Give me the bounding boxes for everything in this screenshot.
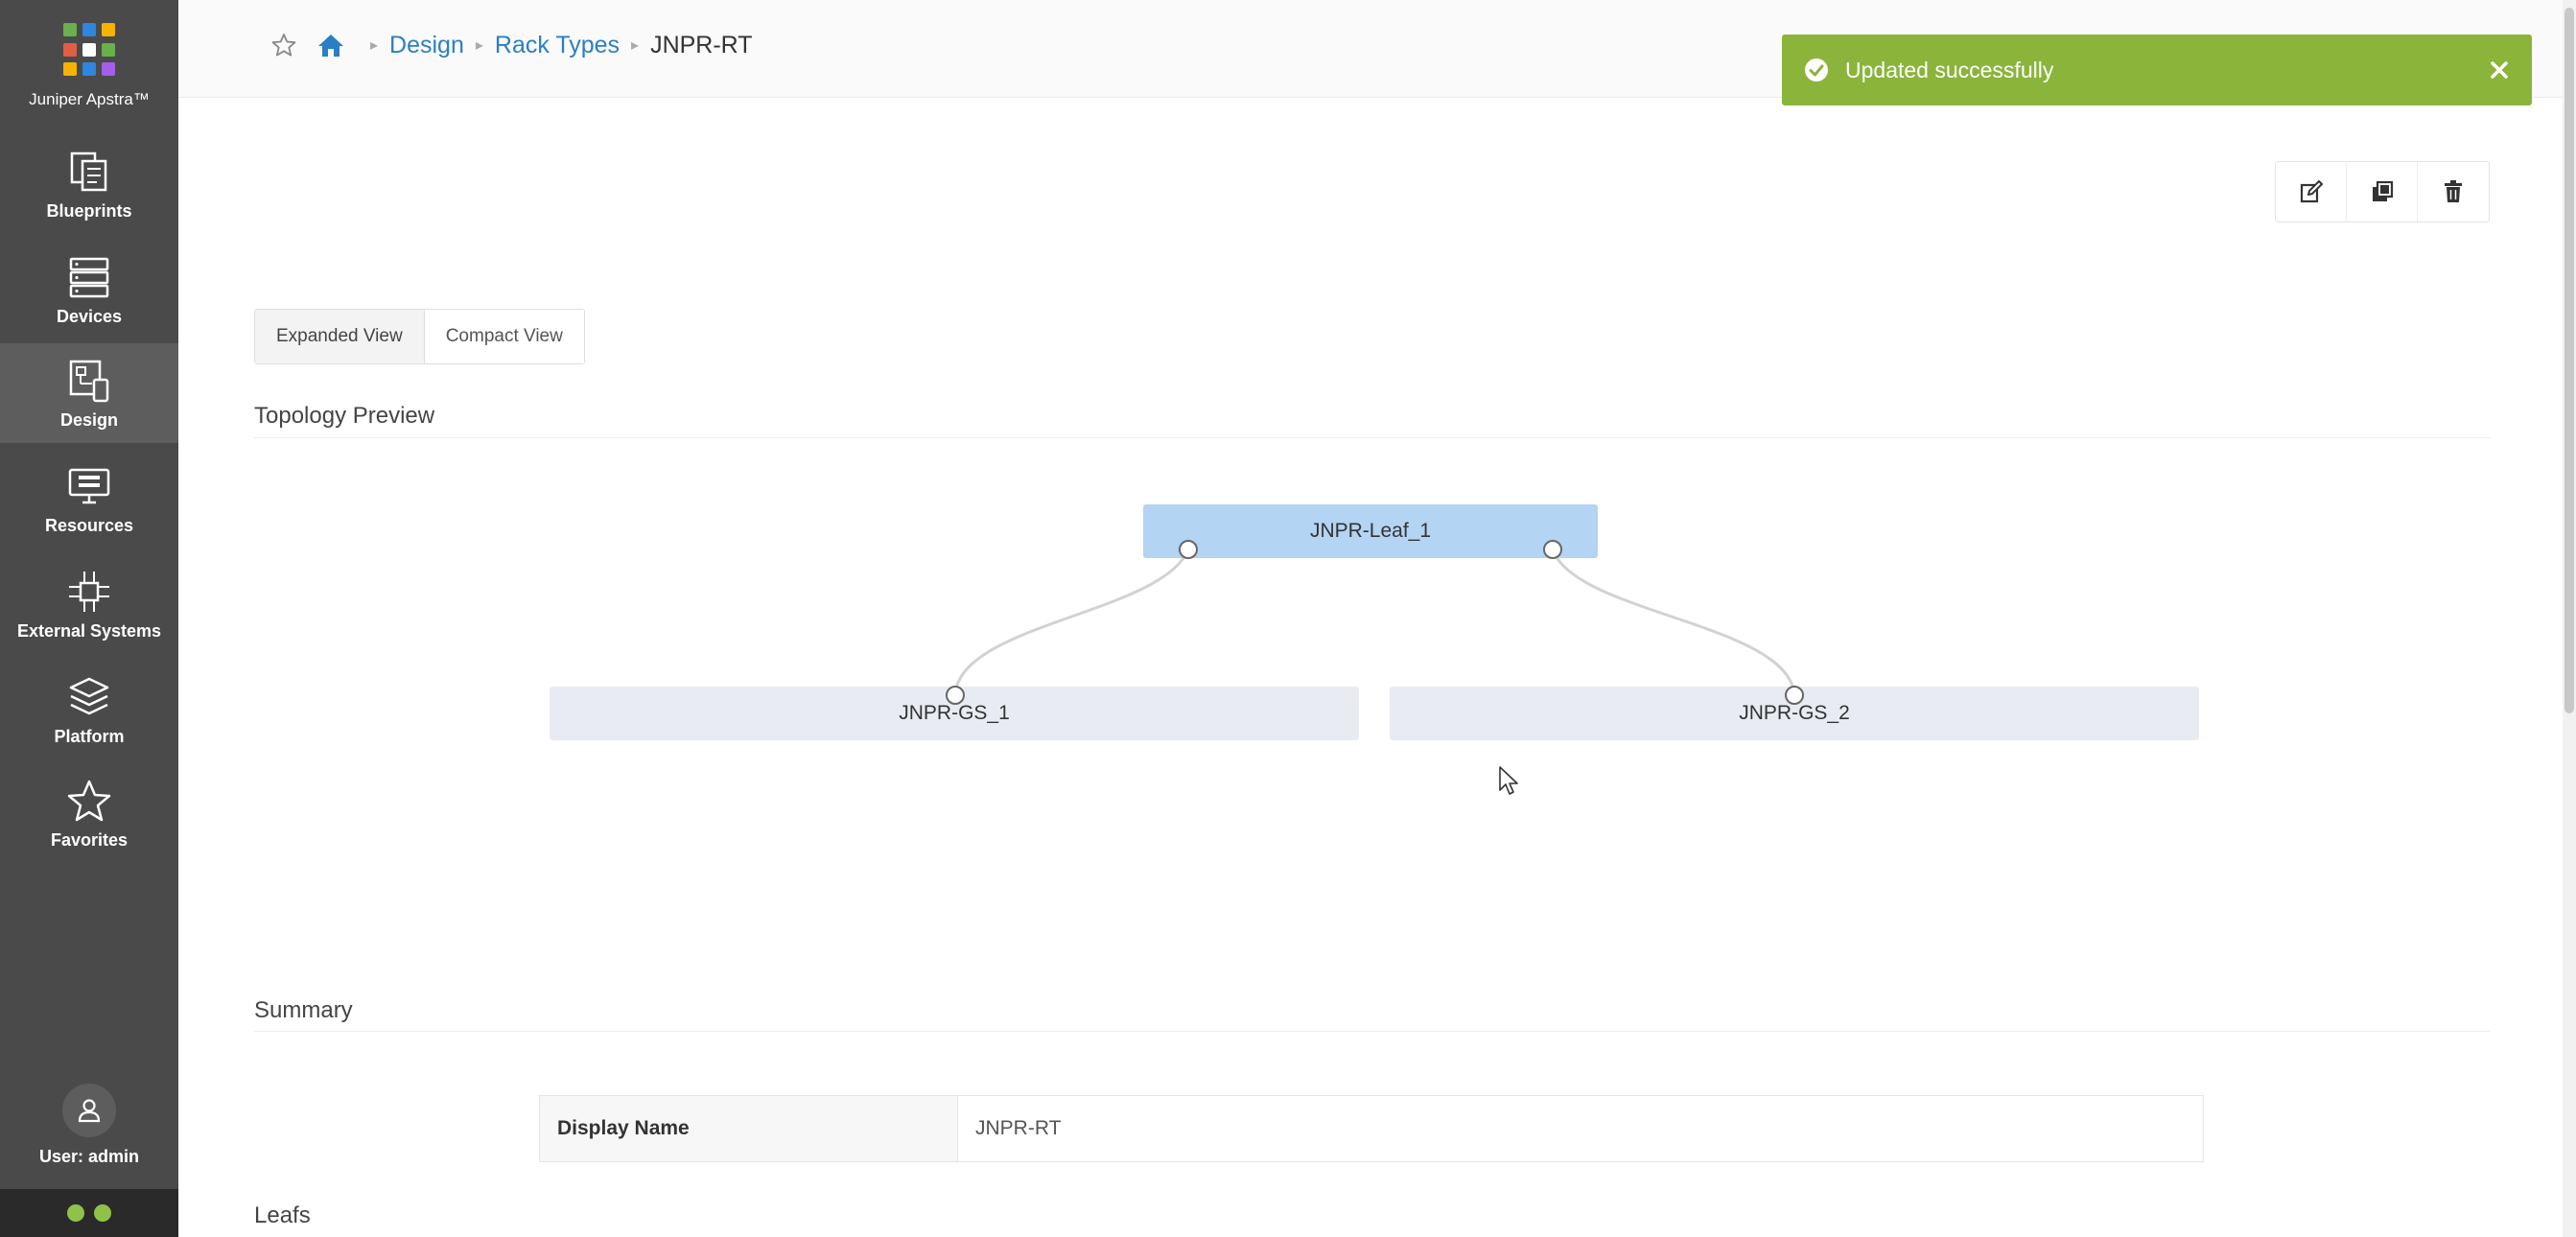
home-icon[interactable]	[316, 31, 345, 59]
sidebar-item-resources[interactable]: Resources	[0, 449, 178, 548]
success-toast: Updated successfully	[1782, 35, 2532, 105]
edit-button[interactable]	[2276, 162, 2347, 222]
topology-link	[953, 548, 1190, 696]
view-toggle: Expanded View Compact View	[254, 309, 585, 364]
breadcrumb-separator-icon: ▸	[475, 37, 483, 54]
status-dot-icon	[67, 1204, 84, 1222]
close-icon[interactable]	[2488, 58, 2511, 82]
topology-node-leaf[interactable]: JNPR-Leaf_1	[1143, 504, 1598, 558]
summary-table: Display Name JNPR-RT	[539, 1095, 2204, 1162]
mouse-cursor-icon	[1499, 766, 1518, 795]
topology-node-generic-system[interactable]: JNPR-GS_2	[1390, 687, 2199, 740]
summary-value: JNPR-RT	[975, 1117, 1062, 1139]
summary-key: Display Name	[540, 1096, 958, 1161]
topology-node-generic-system[interactable]: JNPR-GS_1	[550, 687, 1359, 740]
expanded-view-button[interactable]: Expanded View	[255, 310, 425, 363]
platform-icon	[69, 677, 109, 715]
clone-button[interactable]	[2347, 162, 2418, 222]
avatar	[62, 1084, 116, 1137]
sidebar-item-label: Blueprints	[46, 201, 132, 221]
blueprints-icon	[70, 152, 107, 192]
topology-link	[1551, 548, 1796, 696]
user-menu[interactable]: User: admin	[0, 1084, 178, 1167]
sidebar-item-label: Platform	[54, 727, 125, 746]
edit-icon	[2300, 180, 2323, 203]
compact-view-button[interactable]: Compact View	[424, 310, 584, 363]
leafs-title: Leafs	[254, 1202, 311, 1228]
sidebar-item-label: External Systems	[16, 621, 162, 641]
summary-title: Summary	[254, 997, 353, 1023]
breadcrumb-separator-icon: ▸	[631, 37, 640, 54]
sidebar: Juniper Apstra™ Blueprints Devices Desi	[0, 0, 178, 1237]
sidebar-item-devices[interactable]: Devices	[0, 240, 178, 339]
sidebar-item-label: Resources	[44, 516, 134, 535]
topology-preview-title: Topology Preview	[254, 403, 435, 429]
breadcrumb-separator-icon: ▸	[370, 37, 379, 54]
devices-icon	[69, 257, 109, 298]
breadcrumb: ▸ Design ▸ Rack Types ▸ JNPR-RT	[270, 31, 753, 59]
app-logo[interactable]: Juniper Apstra™	[0, 23, 178, 109]
favorite-star-icon[interactable]	[270, 32, 297, 58]
sidebar-item-favorites[interactable]: Favorites	[0, 763, 178, 863]
sidebar-item-design[interactable]: Design	[0, 343, 178, 443]
user-icon	[78, 1099, 101, 1123]
design-icon	[69, 360, 109, 403]
check-circle-icon	[1805, 58, 1828, 82]
scrollbar-thumb[interactable]	[2564, 8, 2574, 713]
external-systems-icon	[69, 572, 109, 612]
breadcrumb-current: JNPR-RT	[650, 31, 753, 58]
action-toolbar	[2275, 161, 2490, 222]
trash-icon	[2445, 180, 2462, 202]
breadcrumb-link-rack-types[interactable]: Rack Types	[494, 31, 621, 58]
sidebar-item-external-systems[interactable]: External Systems	[0, 554, 178, 654]
breadcrumb-link-design[interactable]: Design	[389, 31, 464, 58]
star-icon	[67, 780, 111, 822]
sidebar-item-blueprints[interactable]: Blueprints	[0, 134, 178, 234]
sidebar-item-label: Favorites	[50, 830, 129, 850]
clone-icon	[2372, 180, 2393, 201]
app-name: Juniper Apstra™	[29, 90, 150, 108]
status-bar	[0, 1189, 178, 1237]
section-divider	[254, 1031, 2491, 1032]
toast-message: Updated successfully	[1845, 57, 2054, 82]
section-divider	[254, 437, 2491, 438]
juniper-logo-icon	[62, 23, 116, 77]
delete-button[interactable]	[2418, 162, 2489, 222]
node-label: JNPR-GS_2	[1739, 702, 1850, 724]
page-scrollbar[interactable]	[2563, 0, 2576, 1237]
node-label: JNPR-Leaf_1	[1309, 520, 1432, 542]
node-label: JNPR-GS_1	[899, 702, 1010, 724]
sidebar-item-platform[interactable]: Platform	[0, 660, 178, 759]
status-dot-icon	[94, 1204, 111, 1222]
sidebar-item-label: Design	[59, 410, 118, 430]
sidebar-item-label: Devices	[56, 307, 123, 326]
user-label: User: admin	[38, 1147, 140, 1166]
resources-icon	[68, 468, 110, 504]
